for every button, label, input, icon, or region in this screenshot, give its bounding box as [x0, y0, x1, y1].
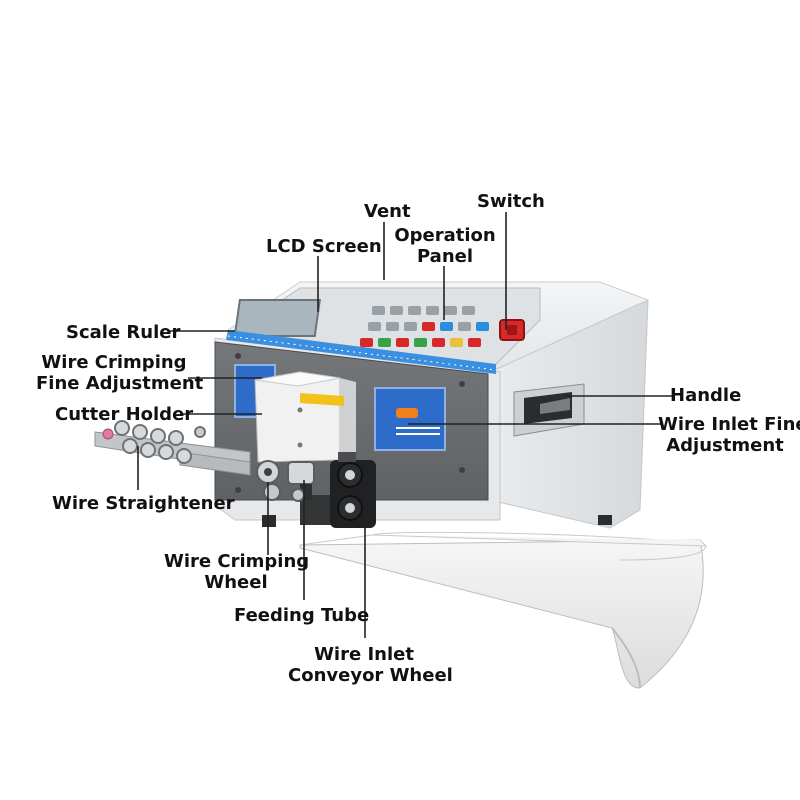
- wire-straightener-assembly: [94, 420, 251, 476]
- label-wire-inlet-conveyor: Wire Inlet Conveyor Wheel: [288, 644, 453, 686]
- label-wire-crimping-wheel-line2: Wheel: [204, 572, 268, 593]
- label-wire-crimping-fine-line2: Fine Adjustment: [36, 373, 204, 394]
- label-operation-panel: Operation Panel: [392, 225, 498, 267]
- wheel-assembly: [256, 460, 315, 502]
- label-switch: Switch: [477, 191, 545, 212]
- right-blue-plate: [374, 387, 446, 451]
- keypad: [360, 306, 489, 347]
- label-scale-ruler: Scale Ruler: [66, 322, 181, 343]
- label-wire-inlet-fine-line2: Adjustment: [666, 435, 784, 456]
- label-lcd-screen: LCD Screen: [266, 236, 382, 257]
- scale-ruler-strip: [226, 330, 497, 374]
- label-wire-inlet-conveyor-line1: Wire Inlet: [314, 644, 414, 665]
- side-handle: [513, 383, 585, 437]
- conveyor-wheels: [330, 452, 376, 528]
- label-wire-crimping-fine: Wire Crimping Fine Adjustment: [36, 352, 204, 394]
- label-wire-inlet-fine-line1: Wire Inlet Fine: [658, 414, 800, 435]
- control-panel: [233, 287, 541, 369]
- lcd-screen: [233, 299, 321, 337]
- label-handle: Handle: [670, 385, 742, 406]
- label-wire-straightener: Wire Straightener: [52, 493, 235, 514]
- label-wire-crimping-wheel-line1: Wire Crimping: [164, 551, 310, 572]
- label-cutter-holder: Cutter Holder: [55, 404, 194, 425]
- label-feeding-tube: Feeding Tube: [234, 605, 370, 626]
- label-wire-inlet-conveyor-line2: Conveyor Wheel: [288, 665, 453, 686]
- label-operation-panel-line1: Operation: [394, 225, 496, 246]
- cutter-holder-block: [254, 371, 356, 463]
- output-tray: [299, 531, 708, 689]
- label-vent: Vent: [364, 201, 411, 222]
- label-wire-crimping-wheel: Wire Crimping Wheel: [164, 551, 310, 593]
- label-wire-crimping-fine-line1: Wire Crimping: [41, 352, 187, 373]
- label-wire-inlet-fine: Wire Inlet Fine Adjustment: [658, 414, 800, 456]
- label-operation-panel-line2: Panel: [416, 246, 474, 267]
- leader-lines: [137, 212, 672, 638]
